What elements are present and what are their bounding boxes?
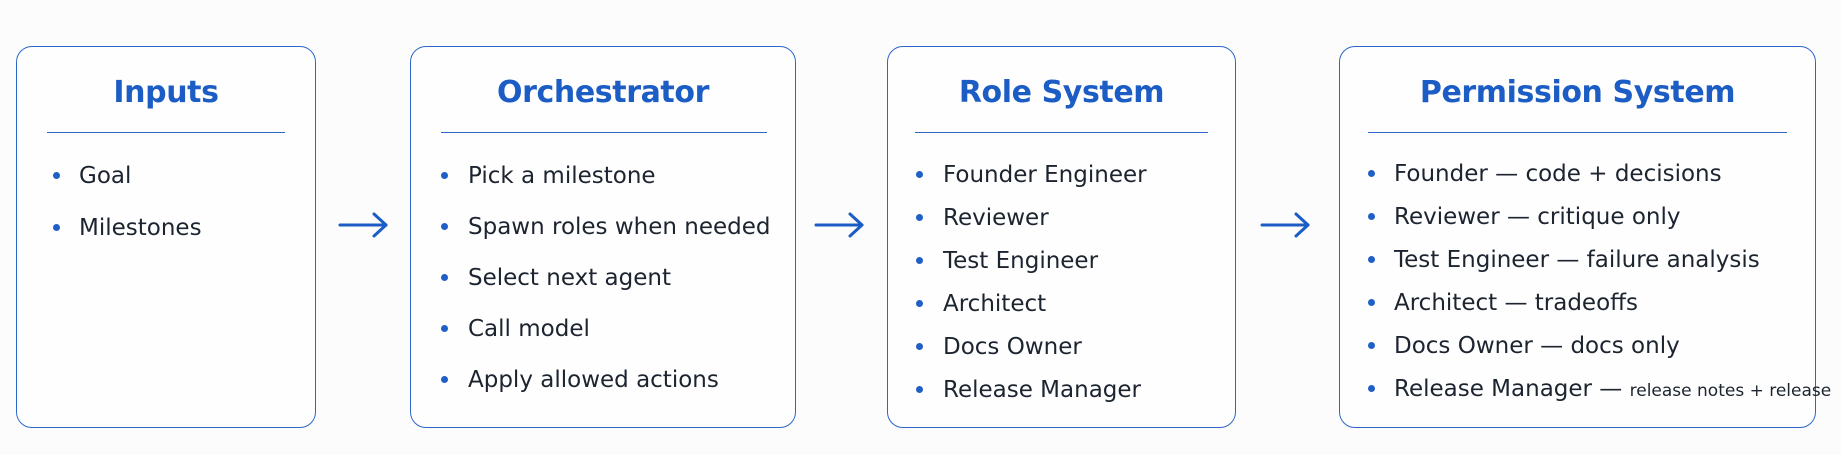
item-label: Docs Owner [943,334,1082,360]
list-item: Architect [888,289,1235,319]
bullet-icon [1368,299,1375,306]
item-label: Call model [468,316,590,342]
permission-text: Architect — tradeoffs [1394,290,1638,316]
bullet-icon [441,274,448,281]
list-item: Test Engineer — failure analysis [1340,245,1815,275]
right-arrow-icon [338,212,388,238]
bullet-icon [1368,170,1375,177]
list-item: Founder Engineer [888,160,1235,190]
item-label: Select next agent [468,265,671,291]
bullet-icon [916,386,923,393]
item-label: Release Manager [943,377,1141,403]
permission-system-divider [1368,132,1787,133]
role-system-divider [915,132,1208,133]
item-label: Goal [79,163,132,189]
list-item: Milestones [17,213,315,243]
bullet-icon [1368,256,1375,263]
permission-text: Docs Owner — docs only [1394,333,1680,359]
bullet-icon [441,376,448,383]
bullet-icon [1368,213,1375,220]
list-item: Spawn roles when needed [411,212,795,242]
list-item: Apply allowed actions [411,365,795,395]
item-label: Pick a milestone [468,163,656,189]
list-item: Docs Owner [888,332,1235,362]
bullet-icon [441,223,448,230]
list-item: Call model [411,314,795,344]
bullet-icon [1368,385,1375,392]
permission-system-box: Permission System Founder — code + decis… [1339,46,1831,428]
list-item: Select next agent [411,263,795,293]
role-system-box: Role System Founder Engineer Reviewer Te… [887,46,1236,428]
list-item: Pick a milestone [411,161,795,191]
bullet-icon [916,214,923,221]
item-label: Spawn roles when needed [468,214,771,240]
item-label: Reviewer [943,205,1049,231]
list-item: Reviewer [888,203,1235,233]
bullet-icon [53,224,60,231]
list-item: Goal [17,161,315,191]
list-item: Test Engineer [888,246,1235,276]
item-label: Architect — tradeoffs [1394,288,1638,320]
item-label: Architect [943,291,1047,317]
right-arrow-icon [814,212,864,238]
list-item: Docs Owner — docs only [1340,331,1815,361]
permission-text: Reviewer — critique only [1394,204,1681,230]
permission-text: Test Engineer — failure analysis [1394,247,1760,273]
permission-detail: release notes + release [1629,381,1832,401]
item-label: Reviewer — critique only [1394,202,1680,234]
bullet-icon [1368,342,1375,349]
item-label: Milestones [79,215,202,241]
bullet-icon [916,171,923,178]
item-label: Test Engineer [943,248,1099,274]
permission-system-title: Permission System [1419,75,1736,110]
inputs-title: Inputs [113,75,219,110]
orchestrator-divider [441,132,767,133]
bullet-icon [916,300,923,307]
list-item: Founder — code + decisions [1340,159,1815,189]
bullet-icon [441,172,448,179]
orchestrator-box: Orchestrator Pick a milestone Spawn role… [410,46,796,428]
role-system-title: Role System [958,75,1165,110]
list-item: Release Manager [888,375,1235,405]
item-label: Founder Engineer [943,162,1147,188]
permission-text: Release Manager — [1394,376,1630,402]
list-item: Release Manager — release notes + releas… [1340,374,1831,404]
bullet-icon [53,172,60,179]
bullet-icon [916,343,923,350]
orchestrator-title: Orchestrator [497,75,709,110]
permission-text: Founder — code + decisions [1394,161,1722,187]
bullet-icon [441,325,448,332]
bullet-icon [916,257,923,264]
item-label: Test Engineer — failure analysis [1394,245,1760,277]
item-label: Apply allowed actions [468,367,719,393]
inputs-divider [47,132,285,133]
inputs-box: Inputs Goal Milestones [16,46,316,428]
item-label: Docs Owner — docs only [1394,331,1680,363]
list-item: Architect — tradeoffs [1340,288,1815,318]
item-label: Release Manager — release notes + releas… [1394,374,1831,406]
right-arrow-icon [1260,212,1310,238]
item-label: Founder — code + decisions [1394,159,1722,191]
list-item: Reviewer — critique only [1340,202,1815,232]
